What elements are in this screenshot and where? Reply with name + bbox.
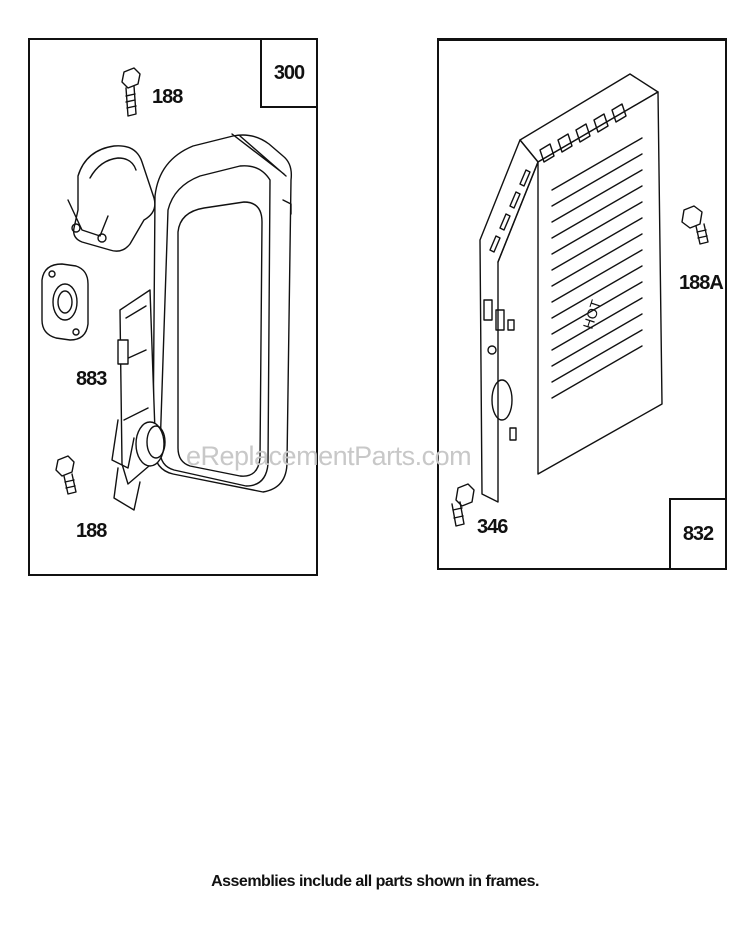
assembly-number-box: 832: [669, 498, 727, 570]
callout-gasket-883: 883: [76, 368, 107, 390]
muffler-body: [111, 133, 293, 511]
screw-icon: [451, 483, 475, 527]
screw-icon: [681, 205, 709, 245]
callout-bolt-188-bottom: 188: [76, 520, 107, 542]
bolt-icon: [55, 455, 77, 495]
muffler-guard-frame: 832: [437, 38, 727, 570]
callout-screw-188a: 188A: [679, 272, 724, 294]
watermark: eReplacementParts.com: [186, 441, 472, 471]
assembly-number-box: 300: [260, 38, 318, 108]
callout-bolt-188-top: 188: [152, 86, 183, 108]
footer-note: Assemblies include all parts shown in fr…: [211, 873, 539, 890]
muffler-assembly-frame: 300: [28, 38, 318, 576]
gasket-icon: [41, 263, 89, 341]
exhaust-pipe: [67, 145, 156, 252]
muffler-guard: [479, 73, 663, 503]
callout-screw-346: 346: [477, 516, 508, 538]
bolt-icon: [121, 67, 141, 117]
